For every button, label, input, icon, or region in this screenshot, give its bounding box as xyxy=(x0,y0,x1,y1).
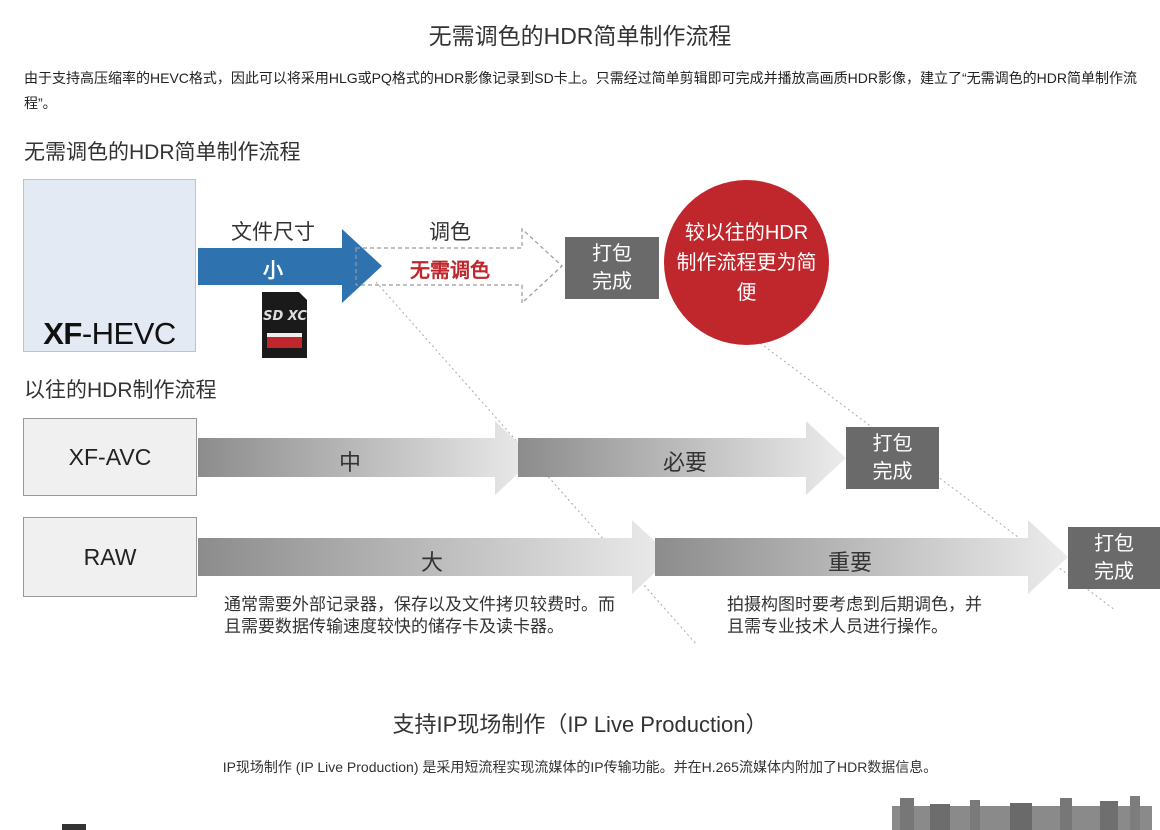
xfavc-done-text: 打包完成 xyxy=(872,433,913,483)
city-skyline-image xyxy=(892,796,1152,830)
new-flow-done-box: 打包完成 xyxy=(565,237,659,299)
camera-label-rest: -HEVC xyxy=(81,316,176,351)
xfavc-grading-arrow xyxy=(518,421,846,495)
raw-note-left: 通常需要外部记录器，保存以及文件拷贝较费时。而且需要数据传输速度较快的储存卡及读… xyxy=(224,595,615,636)
sd-card-label: SD XC xyxy=(263,309,307,324)
raw-size-value: 大 xyxy=(420,550,443,575)
xfavc-size-arrow xyxy=(198,421,535,495)
guide-line-left xyxy=(375,281,698,646)
grading-label: 调色 xyxy=(429,221,471,244)
section2-desc: IP现场制作 (IP Live Production) 是采用短流程实现流媒体的… xyxy=(222,759,938,775)
camera-label-bold: XF xyxy=(43,316,82,351)
simpler-badge: 较以往的HDR制作流程更为简便 xyxy=(664,180,829,345)
format-box-raw: RAW xyxy=(23,517,197,597)
raw-grading-arrow xyxy=(655,520,1068,594)
section2-title: 支持IP现场制作（IP Live Production） xyxy=(392,712,768,737)
xfavc-grading-value: 必要 xyxy=(662,450,707,475)
grading-value: 无需调色 xyxy=(410,260,490,282)
format-box-xfavc: XF-AVC xyxy=(23,418,197,496)
raw-grading-value: 重要 xyxy=(827,550,872,575)
raw-size-arrow xyxy=(198,520,672,594)
size-arrow-small xyxy=(198,229,382,303)
raw-note-right: 拍摄构图时要考虑到后期调色，并且需专业技术人员进行操作。 xyxy=(727,595,982,636)
xfavc-size-value: 中 xyxy=(338,450,361,475)
xfavc-done-box: 打包完成 xyxy=(846,427,939,489)
page-title: 无需调色的HDR简单制作流程 xyxy=(428,23,732,49)
camera-fragment-image xyxy=(62,824,86,830)
intro-text: 由于支持高压缩率的HEVC格式，因此可以将采用HLG或PQ格式的HDR影像记录到… xyxy=(24,70,1138,111)
old-flow-heading: 以往的HDR制作流程 xyxy=(24,379,217,402)
size-label: 文件尺寸 xyxy=(231,221,315,244)
raw-done-box: 打包完成 xyxy=(1068,527,1160,589)
camera-label: XF-HEVC xyxy=(23,316,196,352)
raw-done-text: 打包完成 xyxy=(1094,533,1134,583)
grading-arrow-dashed xyxy=(355,227,563,305)
size-value: 小 xyxy=(263,260,283,282)
new-flow-done-text: 打包完成 xyxy=(592,243,632,293)
camera-box xyxy=(23,179,196,352)
simpler-badge-text: 较以往的HDR制作流程更为简便 xyxy=(676,221,817,304)
sd-card-icon xyxy=(262,292,307,358)
new-flow-heading: 无需调色的HDR简单制作流程 xyxy=(24,141,301,164)
